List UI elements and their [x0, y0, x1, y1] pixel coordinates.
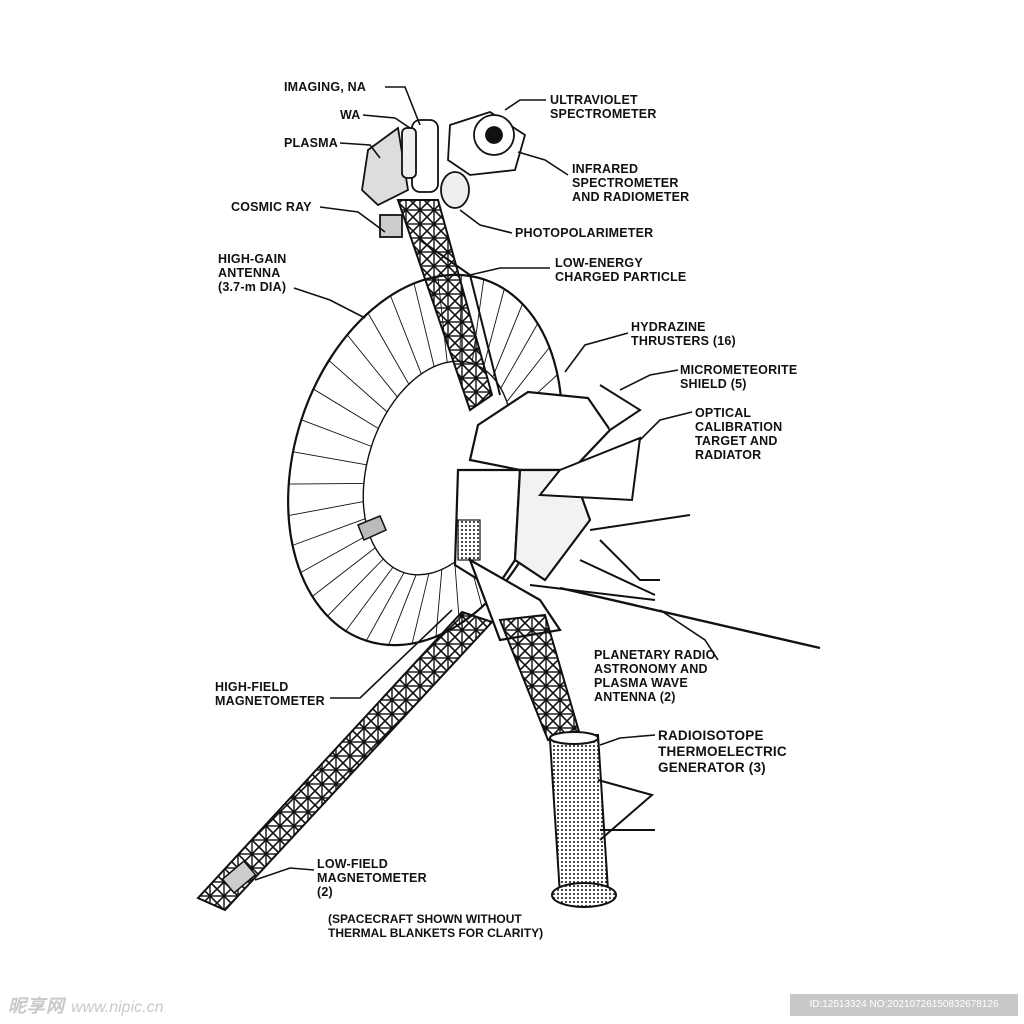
dish-rib: [411, 573, 430, 644]
label-cosmic-ray: COSMIC RAY: [231, 200, 312, 214]
label-ultraviolet-spectrometer: ULTRAVIOLET SPECTROMETER: [550, 93, 657, 121]
scan-platform: [361, 111, 527, 238]
dish-rib: [313, 388, 379, 429]
dish-rib: [327, 558, 384, 617]
radio-astronomy-antenna: [559, 586, 821, 650]
dish-rib: [365, 572, 405, 641]
label-micrometeorite-shield: MICROMETEORITE SHIELD (5): [680, 363, 798, 391]
watermark-id: ID:12513324 NO:20210726150832678126: [790, 994, 1018, 1016]
dish-rib: [292, 518, 366, 546]
watermark-brand-name: 昵享网: [8, 996, 65, 1016]
dish-rib: [288, 501, 364, 517]
dish-rib: [388, 574, 417, 646]
dish-bracket: [357, 515, 387, 542]
label-imaging-na: IMAGING, NA: [284, 80, 367, 94]
dish-rib: [301, 419, 372, 447]
dish-rib: [492, 303, 523, 378]
label-hydrazine-thrusters: HYDRAZINE THRUSTERS (16): [631, 320, 736, 348]
dish-rib: [435, 569, 443, 637]
dish-rib: [506, 347, 550, 403]
label-photopolarimeter: PHOTOPOLARIMETER: [515, 226, 654, 240]
dish-rib: [367, 312, 410, 385]
label-rtg: RADIOISOTOPE THERMOELECTRIC GENERATOR (3…: [658, 728, 787, 775]
rtg-boom: [498, 613, 582, 742]
dish-rib: [345, 567, 394, 632]
label-plasma: PLASMA: [284, 136, 338, 150]
rtg-canister: [548, 731, 655, 908]
dish-rib: [454, 562, 460, 625]
label-high-field-magnetometer: HIGH-FIELD MAGNETOMETER: [215, 680, 325, 708]
watermark-brand: 昵享网 www.nipic.cn: [8, 992, 163, 1018]
leader-lines: [254, 86, 719, 881]
calibration-struts: [529, 384, 691, 601]
clarity-note: (SPACECRAFT SHOWN WITHOUT THERMAL BLANKE…: [328, 912, 544, 940]
dish-rib: [482, 288, 505, 369]
dish-rib: [312, 547, 376, 597]
label-high-gain-antenna: HIGH-GAIN ANTENNA (3.7-m DIA): [218, 252, 287, 294]
dish-rib: [413, 283, 435, 367]
dish-rib: [300, 533, 370, 573]
science-boom-truss: [396, 199, 501, 412]
label-wa: WA: [340, 108, 361, 122]
dish-rib: [500, 323, 539, 389]
magnetometer-boom: [196, 610, 494, 912]
dish-rib: [346, 334, 398, 398]
label-infrared-spectrometer: INFRARED SPECTROMETER AND RADIOMETER: [572, 162, 690, 204]
label-low-field-magnetometer: LOW-FIELD MAGNETOMETER (2): [317, 857, 427, 899]
watermark-url: www.nipic.cn: [71, 999, 164, 1016]
dish-rib: [292, 451, 367, 466]
label-low-energy-charged-particle: LOW-ENERGY CHARGED PARTICLE: [555, 256, 687, 284]
dish-rib: [390, 295, 422, 375]
dish-rib: [328, 360, 388, 413]
dish-rib: [288, 483, 364, 485]
spacecraft-bus: [453, 390, 612, 642]
label-planetary-radio-astronomy: PLANETARY RADIO ASTRONOMY AND PLASMA WAV…: [594, 648, 716, 704]
label-optical-calibration-target: OPTICAL CALIBRATION TARGET AND RADIATOR: [695, 406, 783, 462]
